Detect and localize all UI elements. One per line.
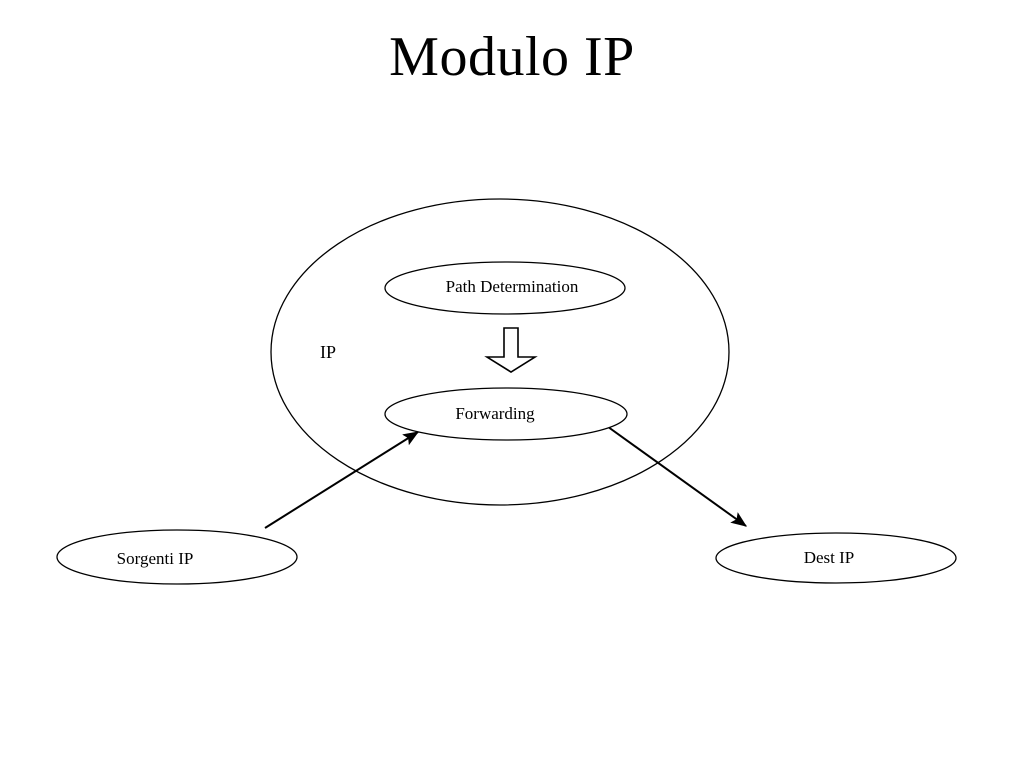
dest-ip-label: Dest IP [804, 548, 855, 567]
page-title: Modulo IP [389, 26, 635, 88]
node-dest-ip[interactable]: Dest IP [715, 532, 957, 584]
ip-container-ellipse[interactable] [270, 198, 730, 506]
node-path-determination[interactable]: Path Determination [384, 261, 626, 315]
ip-container-label: IP [320, 342, 336, 362]
connector-sorgenti-to-forwarding[interactable] [264, 431, 420, 529]
forwarding-ellipse[interactable] [384, 387, 628, 441]
sorgenti-ip-ellipse[interactable] [56, 529, 298, 585]
forwarding-label: Forwarding [455, 404, 535, 423]
dest-ip-ellipse[interactable] [715, 532, 957, 584]
path-determination-label: Path Determination [446, 277, 579, 296]
sorgenti-ip-label: Sorgenti IP [117, 549, 194, 568]
node-sorgenti-ip[interactable]: Sorgenti IP [56, 529, 298, 585]
path-determination-ellipse[interactable] [384, 261, 626, 315]
down-block-arrow-icon [484, 327, 538, 373]
connector-forwarding-to-dest[interactable] [603, 423, 747, 527]
node-forwarding[interactable]: Forwarding [384, 387, 628, 441]
ip-container-group[interactable]: IP [270, 198, 730, 506]
